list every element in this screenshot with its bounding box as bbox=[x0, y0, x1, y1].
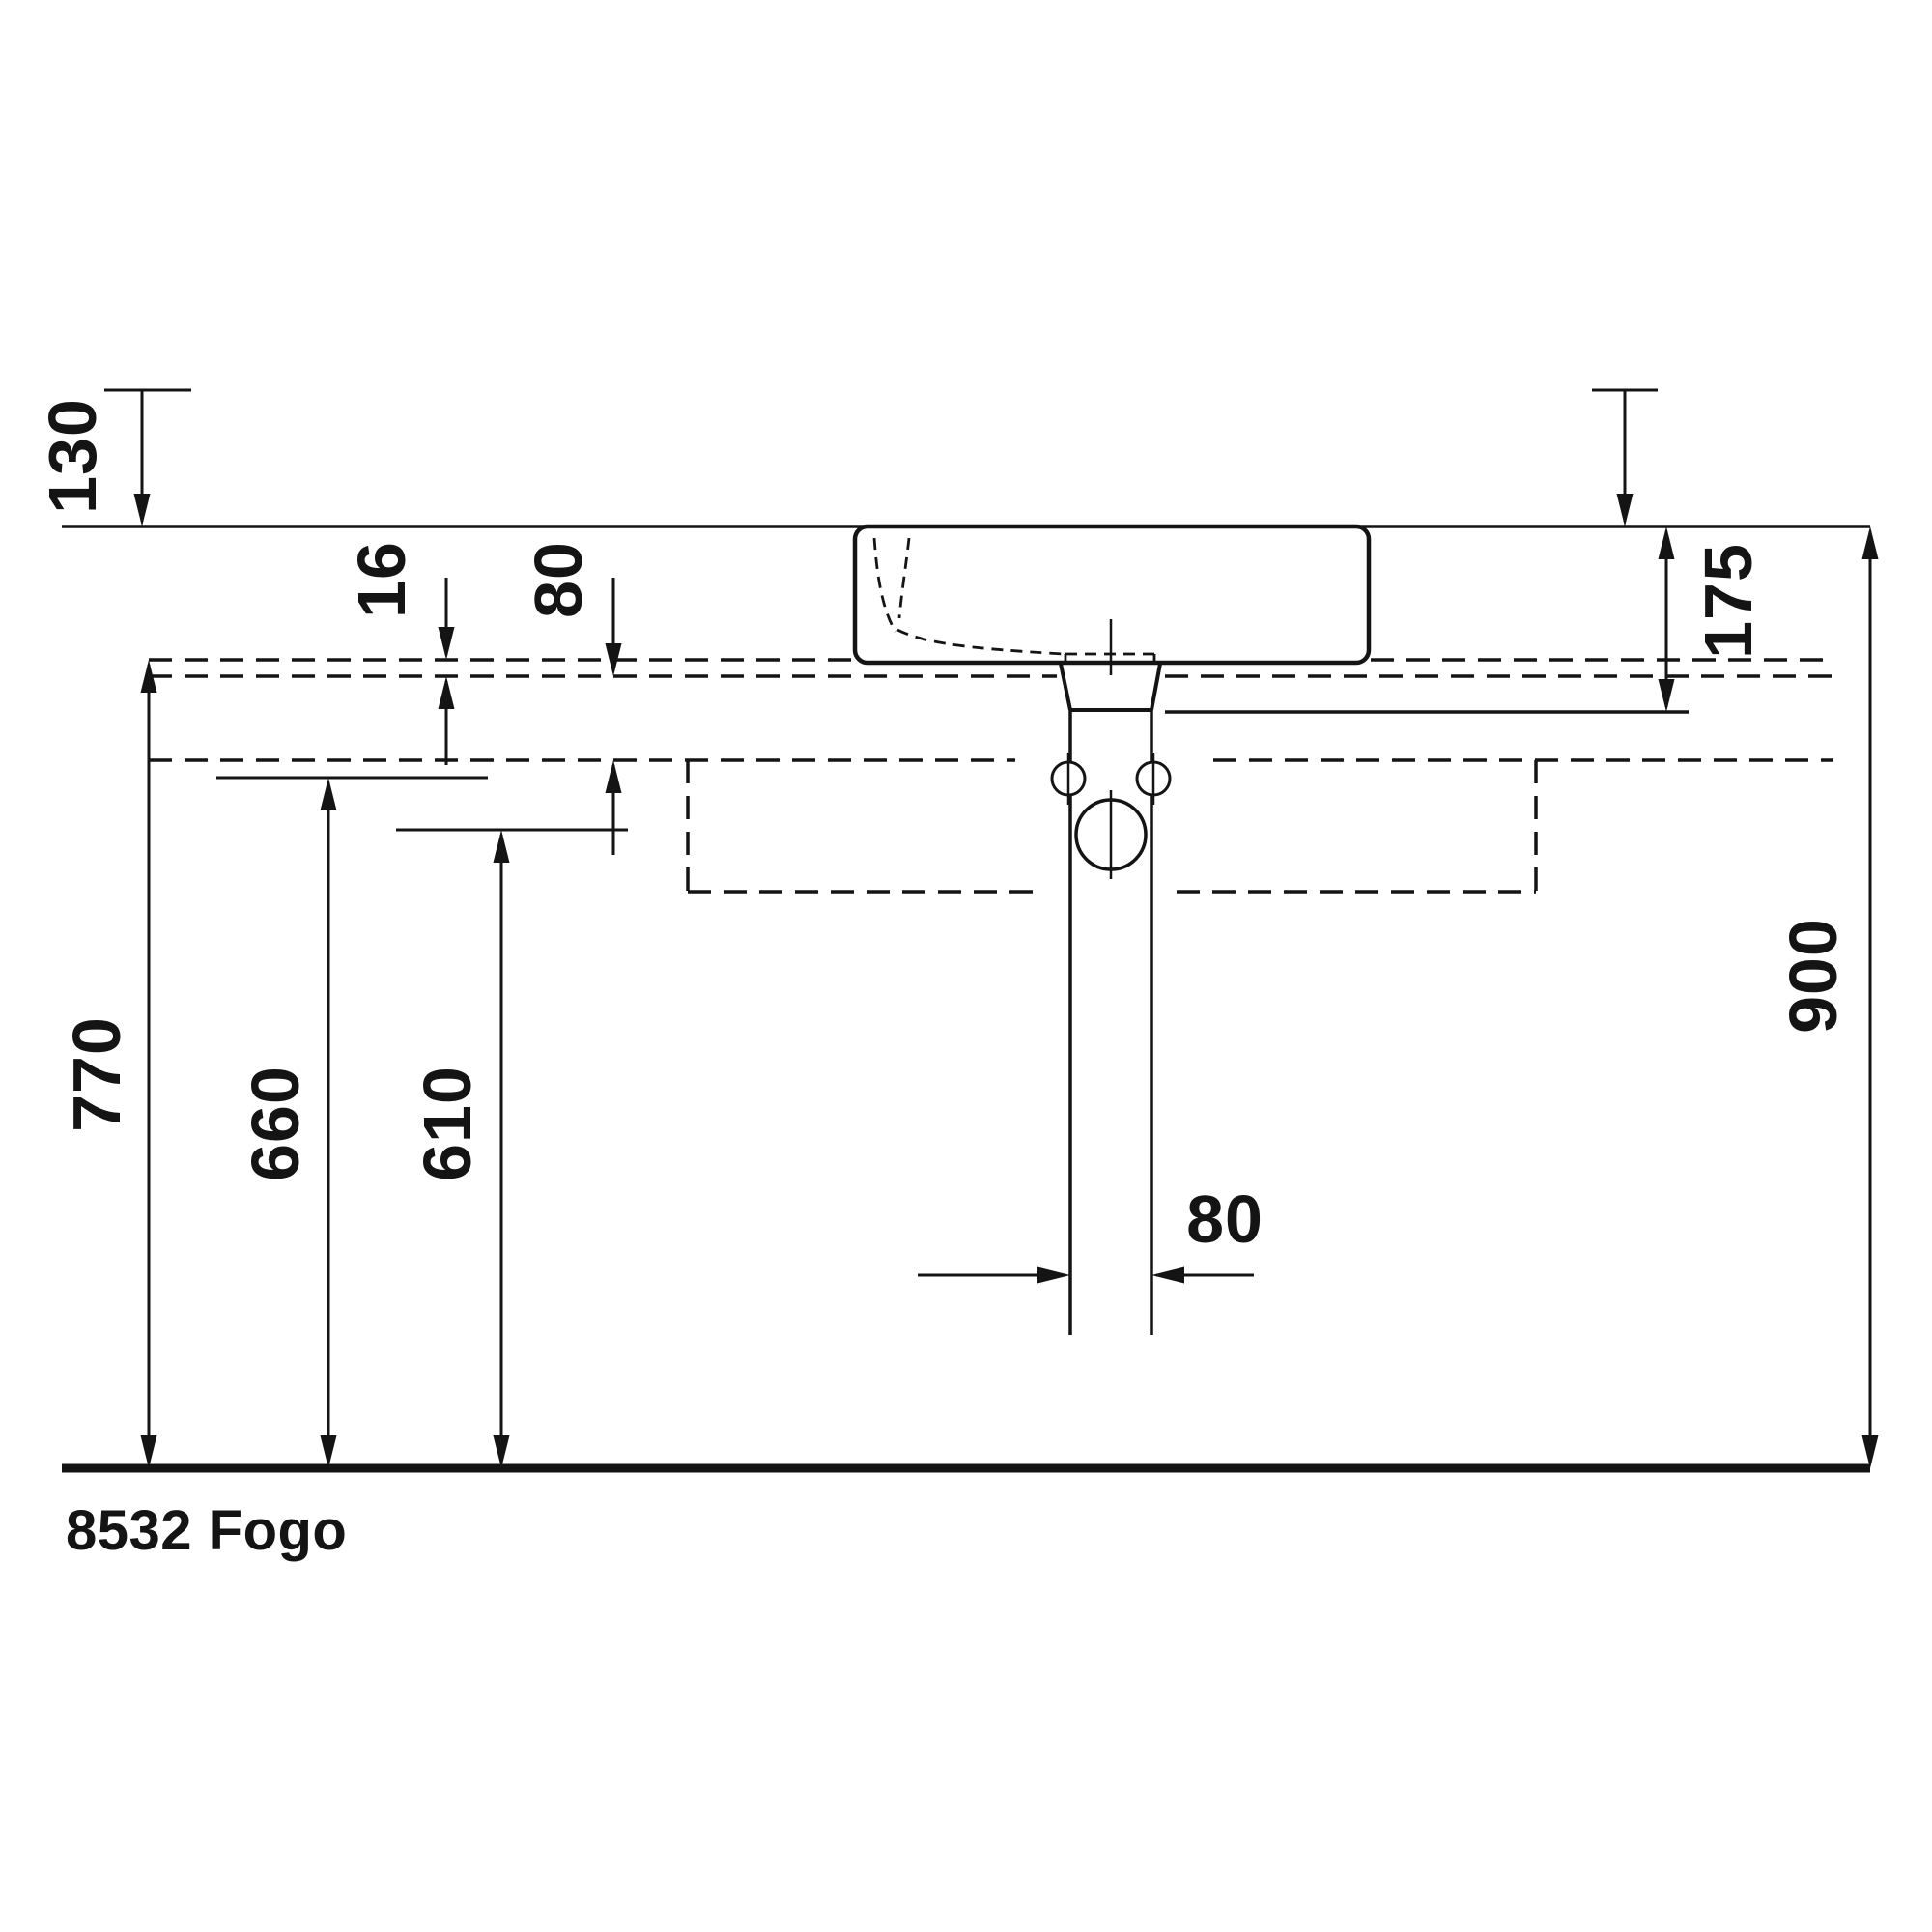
dim-label-900: 900 bbox=[1776, 918, 1851, 1034]
dim-660-arrow-up bbox=[320, 778, 337, 810]
dim-900-arrow-up bbox=[1861, 526, 1879, 559]
dim-610-arrow-down bbox=[493, 1435, 510, 1468]
dim-175-arrow-down bbox=[1658, 679, 1675, 712]
dimension-770: 770 bbox=[59, 660, 157, 1468]
drain-assembly bbox=[1059, 663, 1162, 1335]
console-top-dashed-lines bbox=[149, 658, 1833, 762]
dim-770-arrow-up bbox=[140, 660, 157, 693]
dim-80b-arrow-right bbox=[1037, 1266, 1070, 1284]
dim-80t-arrow-down bbox=[605, 643, 622, 676]
overflow-channel-left-dashed bbox=[872, 537, 897, 633]
dim-label-130: 130 bbox=[35, 398, 110, 514]
dimension-175: 175 bbox=[1658, 526, 1766, 712]
dim-80t-arrow-up bbox=[605, 760, 622, 793]
dimension-130: 130 bbox=[35, 388, 1658, 526]
bowl-bottom-dashed bbox=[896, 628, 1064, 656]
mounting-holes bbox=[1050, 753, 1172, 879]
dim-label-80-top: 80 bbox=[521, 541, 596, 618]
dim-label-610: 610 bbox=[410, 1065, 485, 1181]
dimension-610: 610 bbox=[396, 828, 628, 1468]
dim-770-arrow-down bbox=[140, 1435, 157, 1468]
dimension-80-bottom: 80 bbox=[918, 1181, 1264, 1284]
dim-label-660: 660 bbox=[238, 1065, 313, 1181]
dim-130-left-arrow-down bbox=[133, 494, 151, 526]
dimension-660: 660 bbox=[216, 776, 488, 1468]
dim-175-arrow-up bbox=[1658, 526, 1675, 559]
dim-130-right-arrow-down bbox=[1616, 494, 1634, 526]
dimension-900: 900 bbox=[1776, 526, 1879, 1468]
dim-label-175: 175 bbox=[1690, 543, 1766, 659]
dim-16-arrow-down bbox=[438, 627, 455, 660]
drawing-title: 8532 Fogo bbox=[66, 1499, 347, 1562]
washbasin bbox=[852, 524, 1372, 675]
dim-label-80-bottom: 80 bbox=[1186, 1181, 1264, 1257]
dim-610-arrow-up bbox=[493, 830, 510, 863]
dim-900-arrow-down bbox=[1861, 1435, 1879, 1468]
dimension-80-top: 80 bbox=[521, 541, 622, 855]
drain-tailpiece bbox=[1059, 663, 1162, 712]
substructure-dashed-outline bbox=[686, 760, 1538, 894]
overflow-channel-right-dashed bbox=[897, 537, 911, 619]
dim-660-arrow-down bbox=[320, 1435, 337, 1468]
dim-label-16: 16 bbox=[344, 541, 419, 618]
dimension-16: 16 bbox=[344, 541, 455, 765]
dim-80b-arrow-left bbox=[1151, 1266, 1184, 1284]
dim-label-770: 770 bbox=[59, 1016, 134, 1132]
dim-16-arrow-up bbox=[438, 676, 455, 709]
